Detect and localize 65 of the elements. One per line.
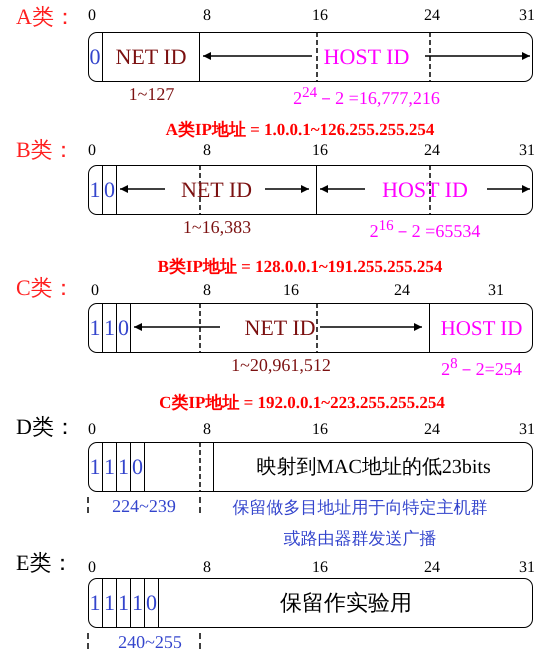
bit-value: 1 [104,317,115,339]
bit-value: 1 [90,179,100,201]
range-note: 2$^{16}$－2 =65534 [368,217,482,243]
bit-value: 0 [146,592,157,614]
bit-position: 31 [519,422,535,438]
bit-value: 0 [90,46,100,68]
bit-position: 0 [88,143,96,159]
address-range: A类IP地址 = 1.0.0.1~126.255.255.254 [166,121,434,138]
field-label: HOST ID [382,179,468,201]
first-octet-range: 224~239 [112,497,176,515]
class-label: A类： [16,6,76,28]
bit-position: 0 [88,422,96,438]
range-note: 1~127 [128,84,176,106]
bit-position: 0 [91,283,99,299]
bit-position: 16 [312,8,328,24]
field-label: HOST ID [324,46,410,68]
bit-position: 0 [88,8,96,24]
field-label: HOST ID [440,318,522,338]
bit-position: 8 [203,8,211,24]
bit-position: 8 [203,422,211,438]
bit-value: 1 [104,592,115,614]
bit-position: 8 [203,560,211,576]
class-label: C类： [16,277,75,299]
range-note: 保留做多目地址用于向特定主机群或路由器群发送广播 [232,497,488,550]
bit-position: 24 [424,560,440,576]
field-label: NET ID [115,46,187,68]
bit-position: 31 [519,143,535,159]
bit-position: 0 [88,560,96,576]
bit-position: 24 [394,283,410,299]
bit-position: 8 [203,283,211,299]
field-label: 映射到MAC地址的低23bits [256,457,491,477]
bit-position: 24 [424,8,440,24]
bit-value: 1 [132,592,143,614]
range-note: 1~16,383 [182,217,252,239]
field-label: NET ID [244,317,316,339]
bit-value: 1 [90,592,100,614]
first-octet-range: 240~255 [118,633,182,651]
range-note: 2$^{24}$－2 =16,777,216 [292,84,441,110]
class-label: D类： [16,416,76,438]
bit-position: 24 [424,422,440,438]
bit-value: 1 [90,456,100,478]
bit-value: 1 [90,317,100,339]
bit-position: 16 [283,283,299,299]
bit-position: 16 [312,143,328,159]
bit-position: 31 [488,283,504,299]
class-label: B类： [16,139,75,161]
bit-value: 0 [104,179,115,201]
bit-position: 16 [312,560,328,576]
bit-value: 0 [132,456,143,478]
bit-value: 1 [104,456,115,478]
bit-value: 1 [118,456,129,478]
range-note: 2$^{8}$－2=254 [440,355,523,381]
bit-position: 16 [312,422,328,438]
address-range: C类IP地址 = 192.0.0.1~223.255.255.254 [159,394,445,411]
bit-value: 1 [118,592,129,614]
class-label: E类： [16,552,74,574]
bit-position: 24 [424,143,440,159]
field-label: 保留作实验用 [280,592,412,614]
field-label: NET ID [180,179,252,201]
bit-position: 31 [519,8,535,24]
bit-position: 8 [203,143,211,159]
address-range: B类IP地址 = 128.0.0.1~191.255.255.254 [158,258,442,275]
bit-value: 0 [118,317,129,339]
bit-position: 31 [519,560,535,576]
range-note: 1~20,961,512 [230,355,332,377]
